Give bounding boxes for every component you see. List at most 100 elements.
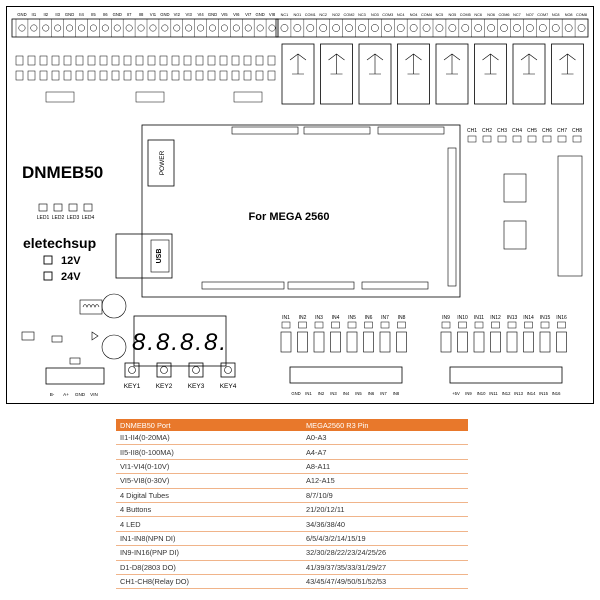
power-terminal-strip (45, 367, 105, 385)
pin-cell: 8/7/10/9 (302, 488, 468, 503)
button-label: KEY3 (188, 383, 205, 390)
port-cell: II1-II4(0-20MA) (116, 431, 302, 446)
led-label: LED4 (82, 215, 95, 221)
terminal-screw (209, 24, 216, 32)
pin-cell: A0-A3 (302, 431, 468, 446)
terminal-label: NC3 (358, 13, 366, 17)
terminal-screw (256, 24, 264, 32)
input-led (441, 321, 451, 329)
resistor (99, 70, 108, 81)
relay-body (435, 43, 469, 105)
relay-coil-symbol (328, 53, 345, 75)
input-led (524, 321, 533, 329)
terminal-screw (396, 24, 405, 32)
seven-segment-display (133, 315, 227, 367)
resistor (87, 55, 96, 66)
relay-channel-led (512, 135, 522, 143)
terminal-screw (513, 24, 521, 32)
terminal-label: NC5 (436, 13, 444, 17)
relay-channel-led (467, 135, 477, 143)
resistor (267, 55, 276, 66)
optocoupler (539, 331, 551, 353)
input-label: IN13 (507, 315, 518, 321)
optocoupler (330, 331, 341, 353)
resistor (39, 55, 48, 66)
input-led (458, 321, 467, 329)
relay-coil-symbol (520, 53, 538, 75)
led-label: LED3 (67, 215, 80, 221)
terminal-label: NO6 (487, 13, 495, 17)
optocoupler (280, 331, 292, 353)
terminal-label: IN8 (393, 391, 400, 396)
header-port: DNMEB50 Port (116, 419, 302, 431)
terminal-label: B- (50, 392, 55, 397)
optocoupler (396, 331, 407, 353)
board-model-label: DNMEB50 (22, 163, 103, 182)
resistor (63, 70, 72, 81)
terminal-label: NO7 (526, 13, 534, 17)
terminal-label: IN7 (380, 391, 387, 396)
terminal-screw (435, 24, 444, 32)
terminal-label: COM2 (344, 13, 355, 17)
terminal-label: COM4 (421, 13, 432, 17)
relay-channel-label: CH8 (572, 128, 582, 134)
pin-mapping-table: DNMEB50 Port MEGA2560 R3 Pin II1-II4(0-2… (116, 419, 468, 590)
input-label: IN1 (282, 315, 290, 321)
terminal-label: A+ (63, 392, 69, 397)
input-led (314, 321, 324, 329)
terminal-screw (526, 24, 534, 32)
button-body (188, 362, 204, 378)
table-row: II1-II4(0-20MA)A0-A3 (116, 431, 468, 446)
relay-channel-label: CH7 (557, 128, 567, 134)
relay-body (358, 43, 392, 105)
terminal-label: VI2 (174, 12, 181, 17)
resistor (183, 70, 192, 81)
terminal-screw (371, 24, 379, 32)
terminal-screw (173, 24, 181, 32)
resistor (171, 55, 180, 66)
terminal-label: IN9 (465, 391, 472, 396)
terminal-label: VI3 (186, 12, 193, 17)
terminal-label: COM8 (576, 13, 587, 17)
button-body (220, 362, 236, 378)
resistor (75, 55, 84, 66)
driver-chip (503, 173, 527, 203)
terminal-label: NO3 (371, 13, 379, 17)
terminal-label: II3 (55, 12, 60, 17)
terminal-screw (345, 24, 353, 32)
pin-table-header-row: DNMEB50 Port MEGA2560 R3 Pin (116, 419, 468, 431)
pin-cell: 34/36/38/40 (302, 516, 468, 532)
led-footprint (53, 203, 63, 212)
relay-channel-label: CH1 (467, 128, 477, 134)
optocoupler (346, 331, 358, 353)
input-led (380, 321, 390, 329)
terminal-label: IN12 (502, 391, 512, 396)
resistor (51, 55, 60, 66)
relay-channel-led (572, 135, 582, 143)
resistor (159, 70, 168, 81)
resistor (195, 55, 204, 66)
pin-cell: 6/5/4/3/2/14/15/19 (302, 531, 468, 547)
optocoupler (440, 331, 452, 353)
input-led (364, 321, 373, 329)
terminal-label: VI8 (269, 12, 276, 17)
terminal-screw (125, 24, 133, 32)
resistor (111, 55, 120, 66)
terminal-label: II8 (139, 12, 144, 17)
terminal-label: VI7 (245, 12, 252, 17)
mega-2560-label: For MEGA 2560 (249, 211, 330, 223)
terminal-screw (42, 24, 50, 32)
input-label: IN5 (348, 315, 356, 321)
resistor (243, 70, 252, 81)
terminal-label: VI1 (150, 12, 157, 17)
terminal-label: IN1 (305, 391, 312, 396)
relay-channel-label: CH4 (512, 128, 522, 134)
pin-cell: A12-A15 (302, 473, 468, 489)
terminal-screw (232, 24, 240, 32)
terminal-screw (358, 24, 366, 32)
